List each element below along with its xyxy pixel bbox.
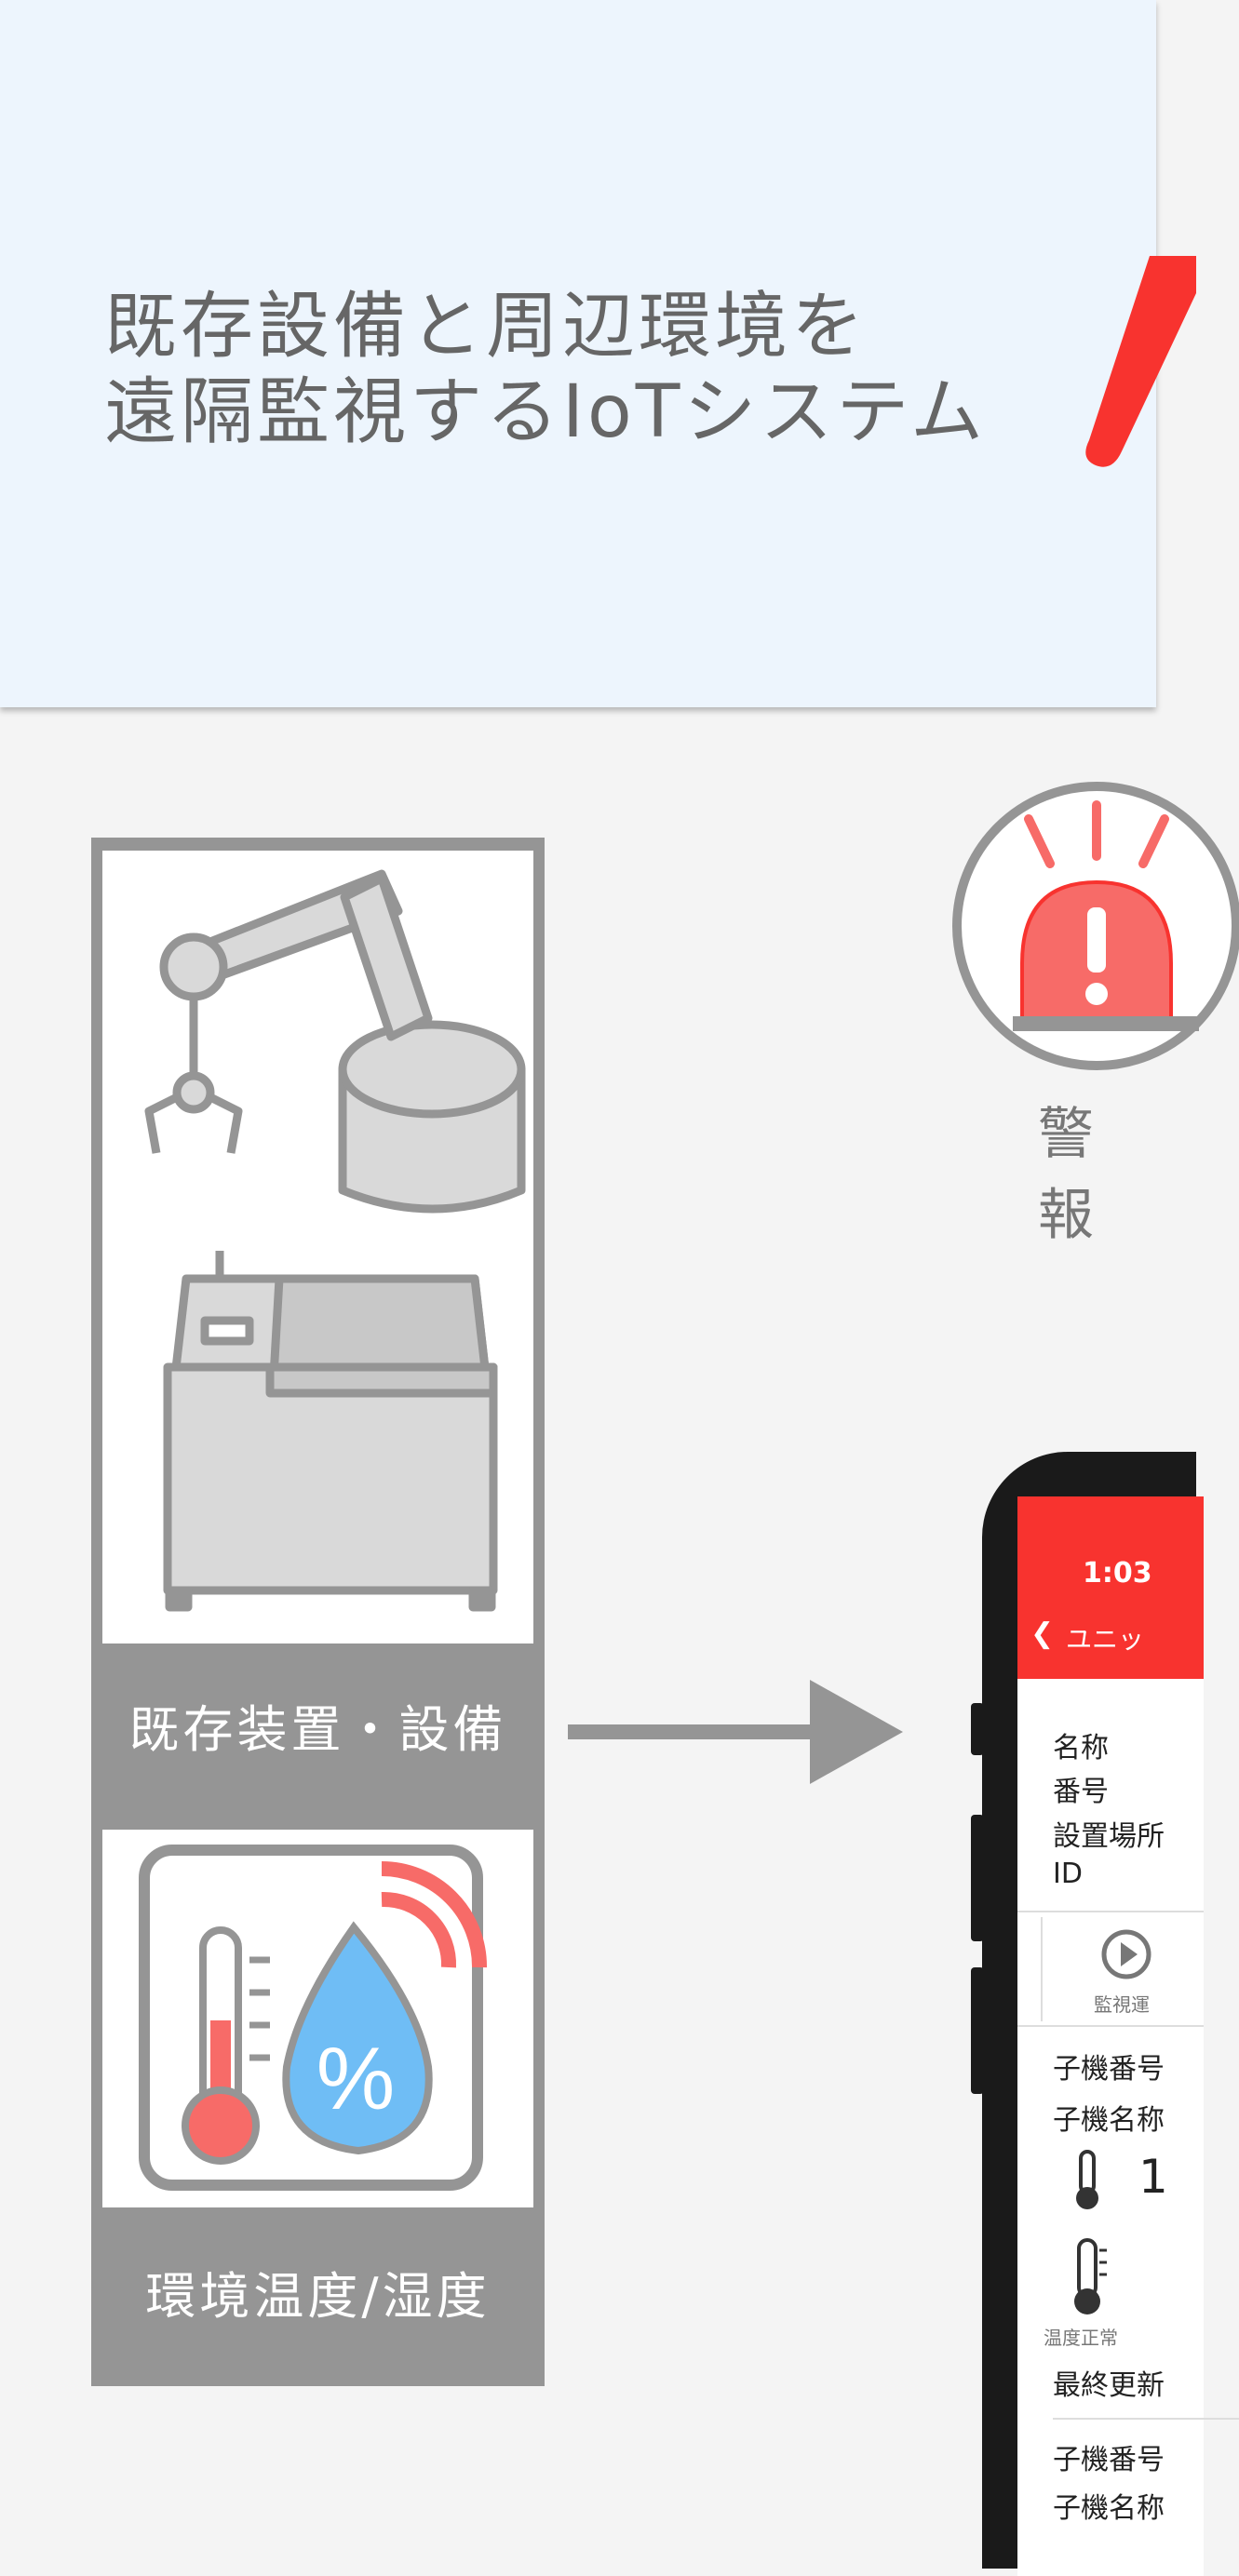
info-row-location: 設置場所	[1053, 1820, 1165, 1853]
alert-badge	[943, 772, 1239, 1163]
child1-value: 1	[1138, 2150, 1168, 2204]
phone-volume-down	[971, 1967, 984, 2094]
info-row-name: 名称	[1053, 1732, 1109, 1764]
back-button-label[interactable]: ユニッ	[1066, 1624, 1145, 1655]
temp-status: 温度正常	[1044, 2327, 1118, 2349]
child2-name-label: 子機名称	[1053, 2492, 1165, 2525]
robot-arm-icon	[144, 869, 526, 1214]
header-banner: 既存設備と周辺環境を 遠隔監視するIoTシステム	[0, 0, 1196, 707]
thermometer-icon	[182, 1926, 270, 2165]
divider	[1053, 2418, 1239, 2420]
divider	[1017, 1911, 1204, 1912]
device-panel: 既存装置・設備 %	[91, 838, 545, 2386]
alert-label: 警報	[1038, 1102, 1099, 1248]
child1-number-label: 子機番号	[1053, 2053, 1165, 2086]
header-title: 既存設備と周辺環境を 遠隔監視するIoTシステム	[104, 285, 988, 454]
equipment-tile	[102, 851, 533, 1644]
child1-name-label: 子機名称	[1053, 2104, 1165, 2137]
status-time: 1:03	[1083, 1557, 1152, 1590]
alarm-light-icon	[952, 782, 1239, 1070]
monitor-button-label: 監視運	[1094, 1993, 1150, 2016]
phone-navbar: 1:03 ❮ ユニッ	[1017, 1496, 1204, 1679]
divider	[1017, 2025, 1204, 2027]
phone-side-button	[971, 1703, 984, 1755]
child2-number-label: 子機番号	[1053, 2444, 1165, 2476]
phone-screen: 1:03 ❮ ユニッ 名称 番号 設置場所 ID 監視運 子機番号 子機名称 1	[1017, 1496, 1239, 2576]
logo-slash-icon	[1085, 256, 1196, 467]
last-update-label: 最終更新	[1053, 2369, 1165, 2402]
play-icon	[1101, 1929, 1151, 1979]
signal-icon	[381, 1861, 488, 1968]
phone-mockup: 1:03 ❮ ユニッ 名称 番号 設置場所 ID 監視運 子機番号 子機名称 1	[982, 1452, 1239, 2576]
thermometer-small-icon	[1074, 2238, 1107, 2314]
thermometer-small-icon	[1076, 2150, 1098, 2209]
info-row-id: ID	[1053, 1858, 1083, 1890]
equipment-label: 既存装置・設備	[91, 1644, 545, 1817]
svg-text:%: %	[316, 2030, 395, 2128]
info-row-number: 番号	[1053, 1776, 1109, 1808]
environment-label: 環境温度/湿度	[91, 2207, 545, 2386]
arrow-right-icon	[568, 1680, 903, 1784]
monitor-button[interactable]: 監視運	[1041, 1917, 1205, 2021]
machine-icon	[163, 1251, 498, 1612]
phone-volume-up	[971, 1815, 984, 1941]
humidity-drop-icon: %	[282, 1921, 433, 2155]
environment-icon-group: %	[139, 1845, 488, 2191]
chevron-left-icon[interactable]: ❮	[1030, 1617, 1055, 1650]
environment-tile: %	[102, 1830, 533, 2207]
